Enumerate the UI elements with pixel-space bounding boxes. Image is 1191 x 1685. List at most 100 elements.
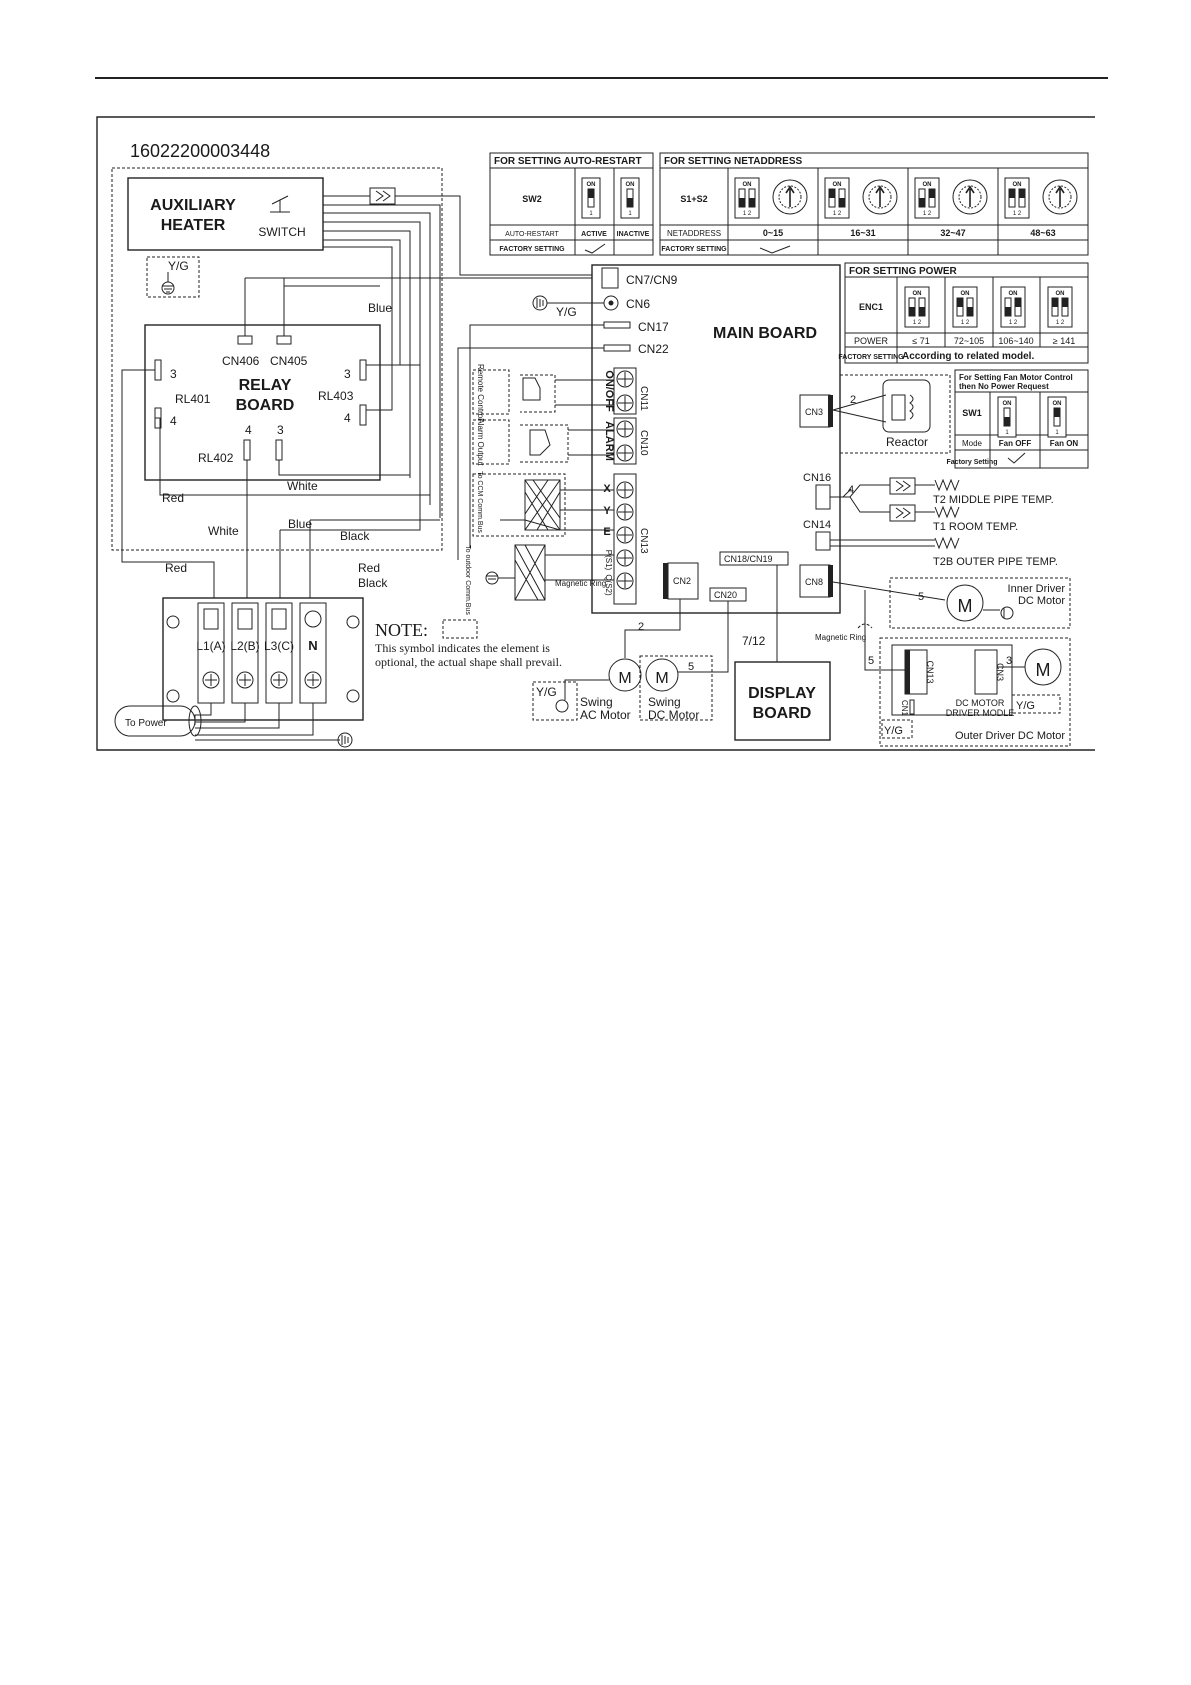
svg-text:≤ 71: ≤ 71 [912,336,929,346]
svg-text:L2(B): L2(B) [230,639,259,653]
wire-label-red-2: Red [165,561,187,575]
chassis-ground-icon [337,732,353,748]
to-power-label: To Power [125,718,167,729]
svg-text:optional, the actual shape sha: optional, the actual shape shall prevail… [375,655,562,669]
wire-label-red-3: Red [358,561,380,575]
svg-text:3: 3 [344,367,351,381]
svg-text:48~63: 48~63 [1030,228,1055,238]
svg-text:DC Motor: DC Motor [1018,595,1065,607]
dip-switch-icon: ON1 [581,177,601,219]
diagram-frame [96,116,1095,751]
svg-text:Fan ON: Fan ON [1050,439,1079,448]
wire-label-blue-2: Blue [288,517,312,531]
part-number: 16022200003448 [130,141,270,161]
svg-text:N: N [308,638,317,653]
fuse-icon [369,187,396,205]
svg-text:CN2: CN2 [673,576,691,586]
svg-text:M: M [655,670,668,687]
svg-text:L3(C): L3(C) [264,639,294,653]
svg-text:RELAY: RELAY [239,377,292,394]
svg-text:Y/G: Y/G [536,685,557,699]
svg-text:ON: ON [1009,291,1018,297]
svg-text:Swing: Swing [648,695,681,709]
auto-restart-table: FOR SETTING AUTO-RESTART SW2 AUTO-RESTAR… [489,152,654,256]
sensor-t2b: T2B OUTER PIPE TEMP. [933,556,1058,568]
svg-text:BOARD: BOARD [236,397,295,414]
svg-text:POWER: POWER [854,336,889,346]
wire-label-red-1: Red [162,491,184,505]
svg-text:CN13: CN13 [925,660,935,683]
terminal-block: L1(A) L2(B) L3(C) N [162,597,364,721]
svg-text:CN1: CN1 [900,700,909,717]
svg-text:4: 4 [245,423,252,437]
sensor-wires: 4 [848,484,854,496]
terminal-screw-icon [616,526,634,544]
svg-text:1: 1 [628,211,632,217]
relay-board: RELAY BOARD CN406 CN405 RL401 RL402 RL40… [144,324,381,481]
dip-switch-icon: ON1 2 [1000,286,1026,328]
svg-text:X: X [603,483,611,495]
remote-control-block: Remote Control [472,364,614,420]
cn6-ground-label: Y/G [556,305,577,319]
svg-text:3: 3 [277,423,284,437]
svg-text:CN10: CN10 [638,430,649,456]
svg-text:1 2: 1 2 [913,320,922,326]
svg-text:16~31: 16~31 [850,228,875,238]
svg-text:CN20: CN20 [714,590,737,600]
terminal-screw-icon [616,549,634,567]
svg-text:Y/G: Y/G [884,725,903,737]
main-board: MAIN BOARD CN7/CN9 CN6 CN17 CN22 ON/OFF … [591,264,841,614]
terminal-screw-icon [616,481,634,499]
alarm-output-block: Alarm Output [472,418,614,466]
dip-switch-icon: ON1 2 [734,177,760,219]
svg-text:Mode: Mode [962,439,983,448]
svg-text:P(S1): P(S1) [604,550,613,571]
svg-text:≥ 141: ≥ 141 [1053,336,1075,346]
reactor: Reactor 2 [832,374,951,454]
svg-text:2: 2 [638,621,644,633]
svg-text:then No Power Request: then No Power Request [959,382,1049,391]
svg-text:CN3: CN3 [805,407,823,417]
svg-text:2: 2 [850,394,856,406]
svg-text:DC MOTOR: DC MOTOR [956,698,1005,708]
svg-text:CN8: CN8 [805,577,823,587]
inner-driver-dc-motor: M 5 Inner Driver DC Motor [832,577,1071,629]
svg-text:5: 5 [918,591,924,603]
svg-text:72~105: 72~105 [954,336,984,346]
svg-text:NOTE:: NOTE: [375,620,428,640]
swing-motors: 2 5 M M Swing AC Motor Swing DC Motor Y/… [532,599,729,722]
svg-text:ON: ON [743,182,752,188]
svg-text:1 2: 1 2 [1056,320,1065,326]
svg-text:CN406: CN406 [222,354,260,368]
power-table: FOR SETTING POWER ENC1 POWER ≤ 71 72~105… [838,262,1089,364]
svg-text:CN3: CN3 [995,663,1005,681]
svg-text:Inner Driver: Inner Driver [1008,583,1066,595]
svg-text:Y/G: Y/G [1016,700,1035,712]
svg-text:7/12: 7/12 [742,634,766,648]
svg-text:5: 5 [688,661,694,673]
ccm-bus-block: To CCM Comm.Bus [472,471,614,537]
svg-text:ON/OFF: ON/OFF [603,370,615,412]
svg-text:3: 3 [1006,655,1012,667]
svg-text:Q(S2): Q(S2) [604,574,613,596]
svg-text:Y/G: Y/G [168,259,189,273]
wire-label-white-1: White [287,479,318,493]
outer-driver-dc-motor: CN13 CN3 DC MOTOR DRIVER MODLE CN1 M 3 Y… [857,590,1071,747]
svg-text:1 2: 1 2 [961,320,970,326]
svg-text:DC Motor: DC Motor [648,708,699,722]
svg-text:For Setting Fan Motor Control: For Setting Fan Motor Control [959,373,1073,382]
power-cable [114,703,340,741]
optional-region [111,167,443,551]
svg-text:CN22: CN22 [638,342,669,356]
svg-text:Outer Driver DC Motor: Outer Driver DC Motor [955,730,1065,742]
relay-wiring [121,195,592,602]
dip-switch-icon: ON1 2 [1047,286,1073,328]
svg-text:ON: ON [587,182,596,188]
svg-text:ENC1: ENC1 [859,302,883,312]
svg-text:Y: Y [603,505,611,517]
svg-text:To CCM Comm.Bus: To CCM Comm.Bus [476,471,483,533]
svg-text:SW1: SW1 [962,408,982,418]
cn6-ground-icon [532,295,604,311]
svg-text:32~47: 32~47 [940,228,965,238]
svg-text:1 2: 1 2 [1013,211,1022,217]
